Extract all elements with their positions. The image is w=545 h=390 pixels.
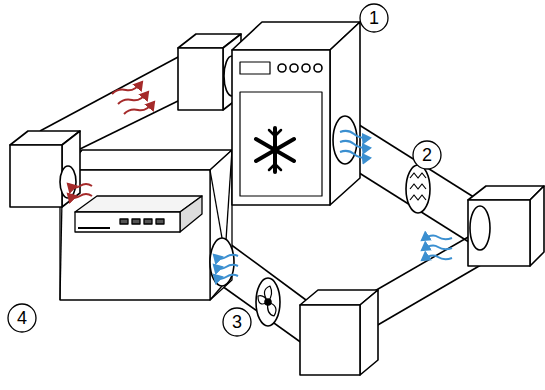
callout-number: 3: [224, 309, 250, 335]
server: [75, 196, 202, 232]
bottom-box: [300, 290, 378, 375]
enclosure: [60, 150, 232, 300]
cold-airflow-arrows: [214, 131, 452, 279]
callout-number: 1: [361, 5, 387, 31]
supply-duct: [345, 116, 480, 249]
callout-number: 2: [414, 142, 440, 168]
callout-number: 4: [9, 305, 35, 331]
warm-airflow-arrows: [68, 82, 154, 198]
right-box: [468, 186, 544, 266]
cooler: [232, 22, 360, 205]
snowflake-symbol: [256, 128, 294, 172]
fan: [256, 278, 280, 326]
filter: [406, 165, 430, 213]
callout-circles: [8, 4, 441, 336]
